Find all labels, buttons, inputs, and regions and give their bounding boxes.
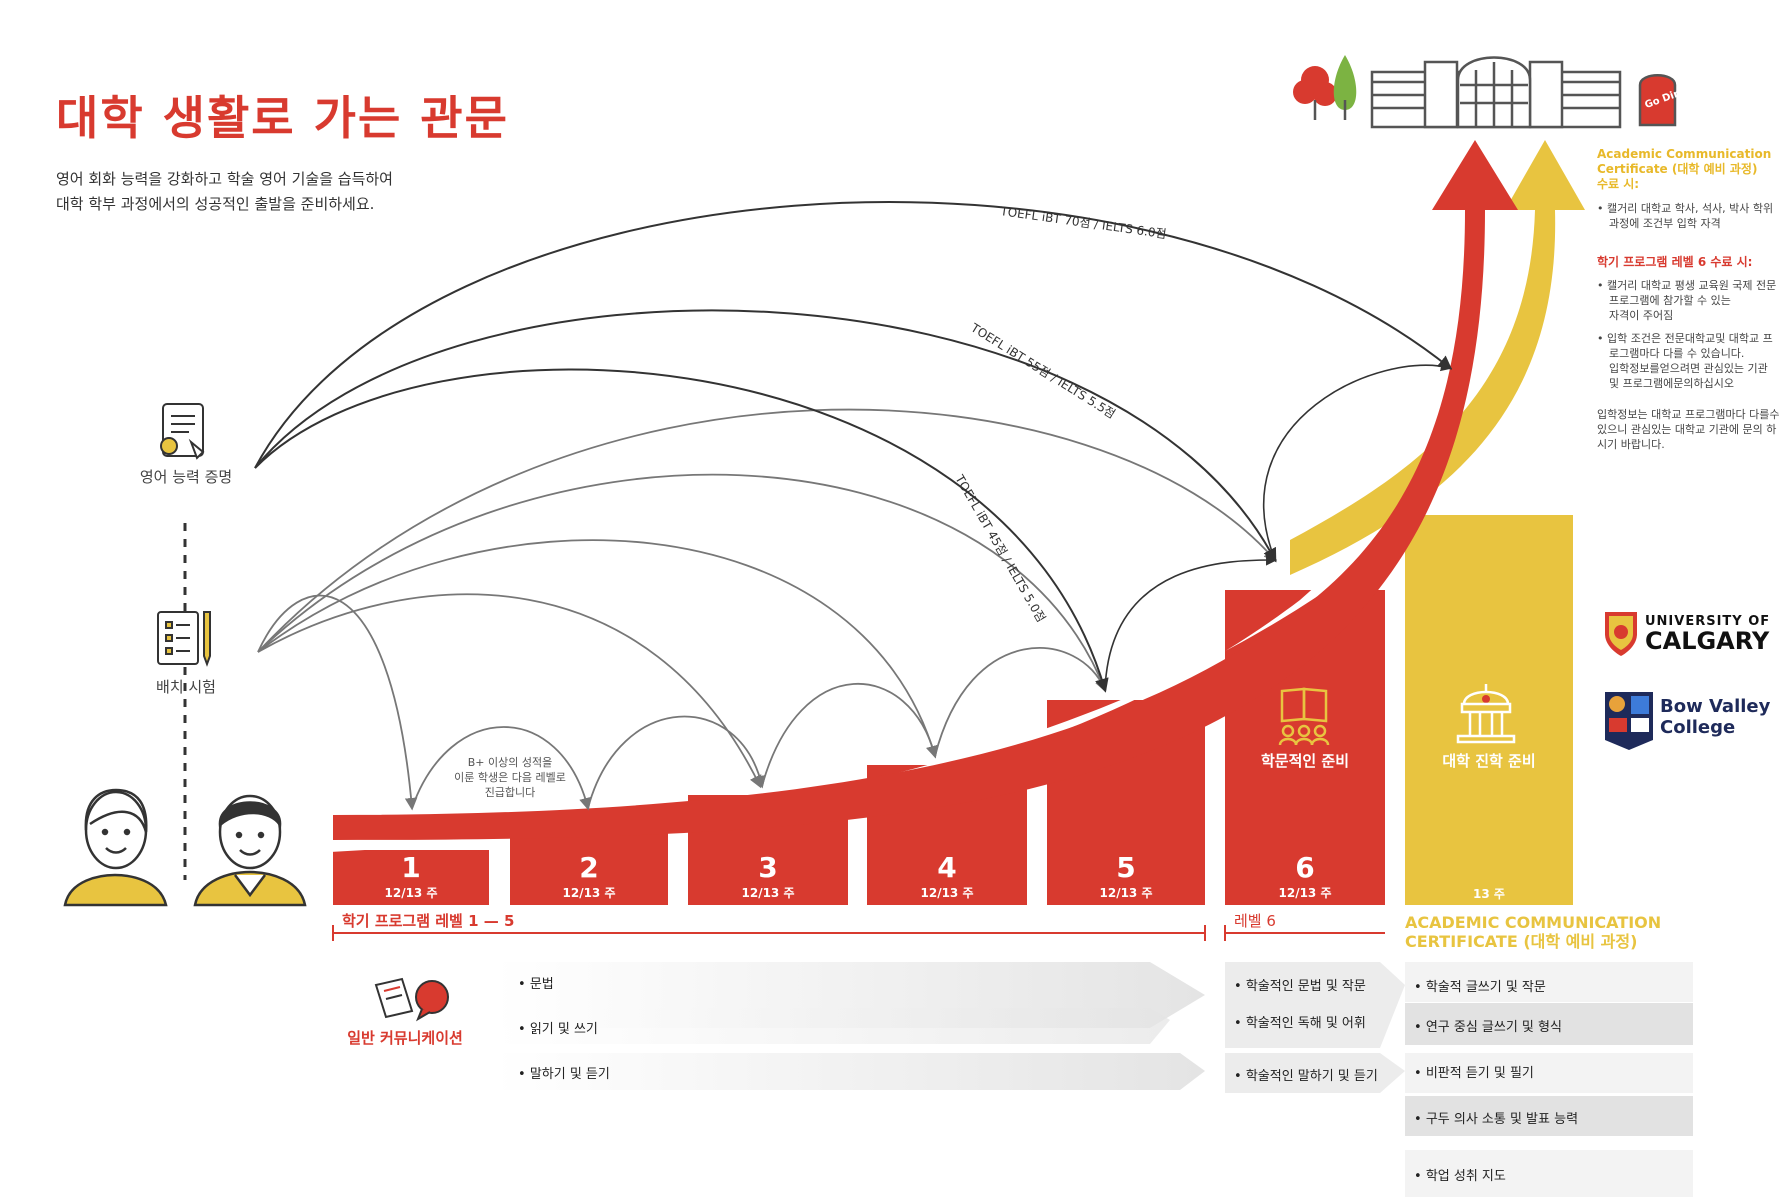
red-growth-arrow — [333, 140, 1518, 840]
level-weeks: 12/13 주 — [384, 886, 438, 900]
level-number: 6 — [1295, 851, 1315, 884]
checklist-icon — [157, 611, 211, 667]
acc-item: • 학술적 글쓰기 및 작문 — [1414, 980, 1546, 995]
uofc-logo-line: UNIVERSITY OF — [1645, 614, 1771, 629]
level6-item: • 학술적인 독해 및 어휘 — [1234, 1016, 1366, 1031]
level-number: 5 — [1116, 851, 1136, 884]
level6-outcome-bullet: • 캘거리 대학교 평생 교육원 국제 전문 프로그램에 참가할 수 있는 자격… — [1597, 279, 1777, 322]
level-number: 2 — [579, 851, 599, 884]
uofc-logo-line: CALGARY — [1645, 627, 1770, 655]
scroll-chat-icon — [374, 977, 449, 1022]
arc-toefl-55 — [254, 309, 1277, 563]
books-people-icon — [1278, 687, 1330, 746]
uofc-crest-icon — [1605, 612, 1637, 656]
acc-outcome-heading: Academic Communication Certificate (대학 예… — [1597, 147, 1772, 191]
subtitle-line-2: 대학 학부 과정에서의 성공적인 출발을 준비하세요. — [56, 195, 375, 213]
acc-bar — [1405, 515, 1573, 905]
acc-weeks: 13 주 — [1473, 887, 1505, 901]
uofc-logo: UNIVERSITY OF CALGARY — [1645, 614, 1770, 653]
student-woman-icon — [63, 788, 168, 907]
page-title: 대학 생활로 가는 관문 — [56, 91, 509, 145]
level-5-card: 5 12/13 주 — [1047, 851, 1205, 901]
level-weeks: 12/13 주 — [562, 886, 616, 900]
acc-item: • 연구 중심 글쓰기 및 형식 — [1414, 1020, 1562, 1035]
level-4-card: 4 12/13 주 — [867, 851, 1027, 901]
acc-item: • 비판적 듣기 및 필기 — [1414, 1066, 1534, 1081]
level-1-card: 1 12/13 주 — [333, 851, 489, 901]
level-weeks: 12/13 주 — [741, 886, 795, 900]
level-6-card: 6 12/13 주 — [1225, 851, 1385, 901]
bvc-logo-line: College — [1660, 717, 1736, 738]
acc-title: 대학 진학 준비 — [1442, 752, 1536, 770]
bvc-logo-line: Bow Valley — [1660, 696, 1771, 717]
acc-bracket-label: ACADEMIC COMMUNICATION CERTIFICATE (대학 예… — [1405, 913, 1661, 951]
acc-outcome-bullet: • 캘거리 대학교 학사, 석사, 박사 학위 과정에 조건부 입학 자격 — [1597, 202, 1774, 230]
level-weeks: 12/13 주 — [1099, 886, 1153, 900]
placement-test-label: 배치 시험 — [156, 678, 216, 696]
outcomes-sidebar: Academic Communication Certificate (대학 예… — [1597, 147, 1782, 452]
arc-toefl-45 — [254, 368, 1109, 693]
acc-yellow-arrow — [1290, 140, 1585, 575]
arc-toefl-70 — [254, 201, 1453, 469]
admission-note: 입학정보는 대학교 프로그램마다 다를수 있으니 관심있는 대학교 기관에 문의… — [1597, 408, 1780, 451]
level-number: 3 — [758, 851, 778, 884]
promotion-note: B+ 이상의 성적을 이룬 학생은 다음 레벨로 진급합니다 — [430, 755, 590, 800]
level6-outcome-heading: 학기 프로그램 레벨 6 수료 시: — [1597, 255, 1753, 269]
proof-of-english-label: 영어 능력 증명 — [139, 468, 233, 486]
level-number: 4 — [937, 851, 957, 884]
general-item: • 말하기 및 듣기 — [518, 1067, 610, 1082]
general-communication-label: 일반 커뮤니케이션 — [347, 1029, 463, 1047]
bow-valley-logo: Bow Valley College — [1660, 696, 1770, 738]
level-6-label: 레벨 6 — [1234, 912, 1276, 930]
acc-bracket-line: CERTIFICATE (대학 예비 과정) — [1405, 932, 1638, 951]
acc-item: • 구두 의사 소통 및 발표 능력 — [1414, 1112, 1579, 1127]
promotion-note-line: B+ 이상의 성적을 — [467, 756, 553, 769]
level6-item: • 학술적인 말하기 및 듣기 — [1234, 1069, 1378, 1084]
arc-label-toefl-70: TOEFL iBT 70점 / IELTS 6.0점 — [999, 204, 1168, 241]
promotion-note-line: 이룬 학생은 다음 레벨로 — [454, 771, 566, 784]
level-number: 1 — [401, 851, 421, 884]
level6-outcome-bullet: • 입학 조건은 전문대학교및 대학교 프 로그램마다 다를 수 있습니다. 입… — [1597, 332, 1773, 390]
certificate-icon — [160, 403, 205, 460]
acc-bracket-line: ACADEMIC COMMUNICATION — [1405, 913, 1662, 932]
university-building-icon — [1456, 684, 1516, 744]
arc-label-toefl-45: TOEFL iBT 45점 / IELTS 5.0점 — [952, 472, 1048, 625]
level-weeks: 12/13 주 — [1278, 886, 1332, 900]
levels-1-5-label: 학기 프로그램 레벨 1 — 5 — [342, 912, 515, 930]
general-item: • 문법 — [518, 977, 554, 992]
general-item: • 읽기 및 쓰기 — [518, 1022, 598, 1037]
level-2-card: 2 12/13 주 — [510, 851, 668, 901]
campus-skyline-icon — [1293, 55, 1677, 129]
acc-item: • 학업 성취 지도 — [1414, 1169, 1506, 1184]
level6-item: • 학술적인 문법 및 작문 — [1234, 979, 1366, 994]
level-weeks: 12/13 주 — [920, 886, 974, 900]
student-man-icon — [193, 794, 307, 907]
level-bar-1 — [333, 850, 489, 905]
promotion-note-line: 진급합니다 — [484, 786, 536, 799]
level-6-title: 학문적인 준비 — [1260, 752, 1350, 770]
level-3-card: 3 12/13 주 — [688, 851, 848, 901]
bow-valley-logo-icon — [1605, 692, 1653, 750]
arc-label-toefl-55: TOEFL iBT 55점 / IELTS 5.5점 — [968, 320, 1118, 421]
subtitle-line-1: 영어 회화 능력을 강화하고 학술 영어 기술을 습득하여 — [56, 170, 393, 188]
